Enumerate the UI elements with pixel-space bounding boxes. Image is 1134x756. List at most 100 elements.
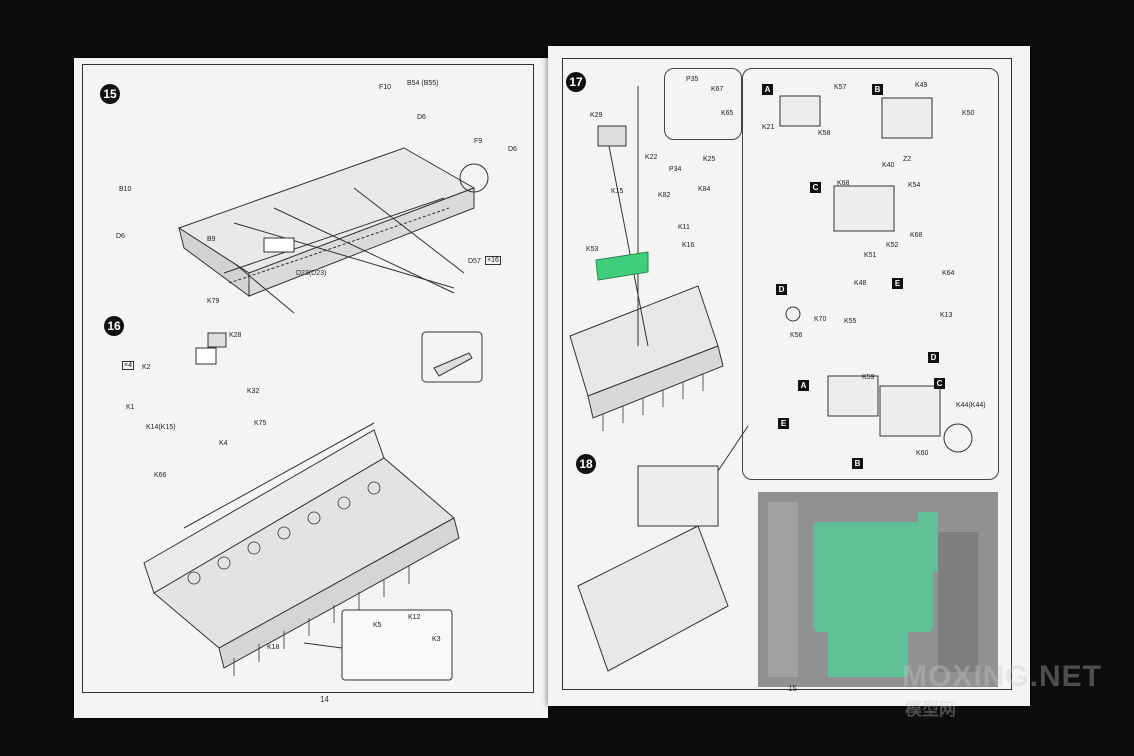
part-label: K11 bbox=[678, 224, 690, 231]
sub-letter-box: A bbox=[762, 84, 773, 95]
part-label: B9 bbox=[207, 236, 216, 243]
sub-assembly-panel bbox=[742, 68, 999, 480]
right-page-frame bbox=[562, 58, 1012, 690]
seat-detail-inset bbox=[664, 68, 742, 140]
part-label: K54 bbox=[908, 182, 921, 189]
part-label: K18 bbox=[267, 644, 280, 651]
part-label: K68 bbox=[837, 180, 850, 187]
part-label: K57 bbox=[834, 84, 847, 91]
part-label: D6 bbox=[508, 146, 517, 153]
part-label: D6 bbox=[417, 114, 426, 121]
part-label: D23(D23) bbox=[296, 270, 327, 277]
part-label: K21 bbox=[762, 124, 775, 131]
step-17-badge: 17 bbox=[566, 72, 586, 92]
part-label: K55 bbox=[844, 318, 857, 325]
part-label: K25 bbox=[703, 156, 716, 163]
sub-letter: D bbox=[778, 285, 785, 294]
part-label: K12 bbox=[408, 614, 421, 621]
part-label: K2 bbox=[142, 364, 151, 371]
page-number: 14 bbox=[320, 695, 329, 704]
step-18-badge: 18 bbox=[576, 454, 596, 474]
part-label: D6 bbox=[116, 233, 125, 240]
part-label: K16 bbox=[682, 242, 695, 249]
sub-letter: E bbox=[894, 279, 901, 288]
part-label: K1 bbox=[126, 404, 135, 411]
part-label: K32 bbox=[247, 388, 260, 395]
part-label: K29 bbox=[590, 112, 603, 119]
part-label: K75 bbox=[254, 420, 267, 427]
part-label: P34 bbox=[669, 166, 682, 173]
step-15-badge: 15 bbox=[100, 84, 120, 104]
sub-letter-box: E bbox=[778, 418, 789, 429]
right-page-drawings bbox=[569, 86, 973, 672]
page-number: 15 bbox=[788, 684, 797, 693]
part-label: F10 bbox=[379, 84, 392, 91]
sub-letter: C bbox=[812, 183, 819, 192]
sub-letter: A bbox=[764, 85, 771, 94]
part-label: K64 bbox=[942, 270, 955, 277]
part-label: K5 bbox=[373, 622, 382, 629]
step-15-number: 15 bbox=[103, 87, 117, 101]
part-label: K44(K44) bbox=[956, 402, 986, 409]
part-label: K66 bbox=[154, 472, 167, 479]
step-17-number: 17 bbox=[569, 75, 583, 89]
sub-letter-box: B bbox=[852, 458, 863, 469]
part-label: K51 bbox=[864, 252, 877, 259]
step-18-number: 18 bbox=[579, 457, 593, 471]
part-label: K84 bbox=[698, 186, 711, 193]
part-label: K53 bbox=[586, 246, 599, 253]
sub-letter-box: E bbox=[892, 278, 903, 289]
part-label: Z2 bbox=[903, 156, 912, 163]
step-16-badge: 16 bbox=[104, 316, 124, 336]
part-label: K50 bbox=[962, 110, 975, 117]
sub-letter: A bbox=[800, 381, 807, 390]
sub-letter: D bbox=[930, 353, 937, 362]
part-label: K48 bbox=[854, 280, 867, 287]
part-label: B10 bbox=[119, 186, 132, 193]
part-label: P35 bbox=[686, 76, 699, 83]
part-label: D57 bbox=[468, 258, 481, 265]
right-page: 17 18 P35 K67 K65 K29 K22 P34 K25 K15 K8… bbox=[548, 46, 1030, 706]
part-label: K60 bbox=[916, 450, 929, 457]
left-page-drawings bbox=[143, 147, 489, 681]
part-label: K28 bbox=[229, 332, 242, 339]
part-label: K13 bbox=[940, 312, 953, 319]
part-label: K14(K15) bbox=[146, 424, 176, 431]
multiplier-16: ×16 bbox=[485, 256, 501, 265]
part-label: K22 bbox=[645, 154, 658, 161]
part-label: K49 bbox=[915, 82, 928, 89]
left-page-frame bbox=[82, 64, 534, 693]
sub-letter-box: C bbox=[810, 182, 821, 193]
sub-letter-box: A bbox=[798, 380, 809, 391]
part-label: K65 bbox=[721, 110, 734, 117]
watermark-text: MOXING.NET bbox=[902, 660, 1103, 693]
watermark-subtext: 模型网 bbox=[905, 700, 956, 720]
part-label: K4 bbox=[219, 440, 228, 447]
part-label: K40 bbox=[882, 162, 895, 169]
sub-letter: B bbox=[854, 459, 861, 468]
sub-letter-box: D bbox=[776, 284, 787, 295]
multiplier-4: ×4 bbox=[122, 361, 134, 370]
sub-letter-box: B bbox=[872, 84, 883, 95]
sub-letter: C bbox=[936, 379, 943, 388]
part-label: K58 bbox=[818, 130, 831, 137]
3d-render-image bbox=[758, 492, 998, 687]
part-label: K82 bbox=[658, 192, 671, 199]
part-label: K68 bbox=[910, 232, 923, 239]
left-page: 15 16 F10 B54 (B55) D6 F9 D6 B10 D6 B9 D… bbox=[74, 58, 548, 718]
sub-letter: E bbox=[780, 419, 787, 428]
sub-letter-box: D bbox=[928, 352, 939, 363]
part-label: K52 bbox=[886, 242, 899, 249]
part-label: K59 bbox=[862, 374, 875, 381]
part-label: F9 bbox=[474, 138, 483, 145]
part-label: K56 bbox=[790, 332, 803, 339]
part-label: K67 bbox=[711, 86, 724, 93]
sub-letter: B bbox=[874, 85, 881, 94]
part-label: K3 bbox=[432, 636, 441, 643]
part-label: K70 bbox=[814, 316, 827, 323]
sub-letter-box: C bbox=[934, 378, 945, 389]
part-label: K79 bbox=[207, 298, 220, 305]
part-label: K15 bbox=[611, 188, 624, 195]
step-16-number: 16 bbox=[107, 319, 121, 333]
part-label: B54 (B55) bbox=[407, 80, 439, 87]
